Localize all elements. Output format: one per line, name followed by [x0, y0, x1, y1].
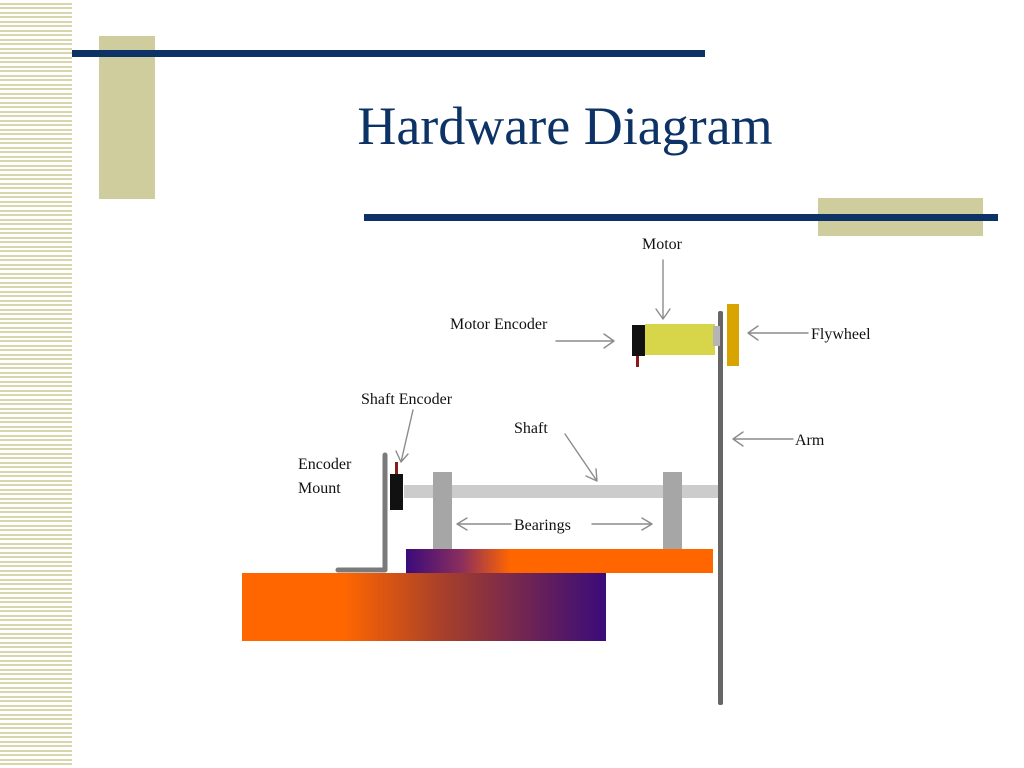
motor-arrow — [655, 259, 671, 320]
label-motor-encoder: Motor Encoder — [450, 316, 548, 333]
shaft-encoder-arrow — [395, 409, 414, 463]
page-title: Hardware Diagram — [357, 96, 773, 156]
shaft — [404, 485, 720, 498]
accent-block-top-left — [99, 36, 155, 199]
arm-arrow — [732, 431, 794, 447]
encoder-mount — [335, 452, 388, 573]
label-bearings: Bearings — [514, 517, 571, 534]
platform-block — [406, 549, 713, 573]
title-rule-top — [72, 50, 705, 57]
bearing-right — [663, 472, 682, 549]
flywheel — [727, 304, 739, 366]
label-encoder-mount-line2: Mount — [298, 480, 341, 497]
arm — [718, 311, 723, 705]
shaft-encoder-wire — [395, 462, 398, 474]
label-flywheel: Flywheel — [811, 326, 871, 343]
bearings-arrow-right — [591, 517, 653, 531]
motor-encoder-arrow — [555, 333, 615, 349]
shaft-encoder — [390, 474, 403, 510]
label-encoder-mount-line1: Encoder — [298, 456, 352, 473]
shaft-arrow — [564, 433, 598, 482]
decorative-stripe-bar — [0, 0, 72, 768]
motor-collar — [713, 326, 720, 346]
label-motor: Motor — [642, 236, 683, 253]
label-shaft-encoder: Shaft Encoder — [361, 391, 453, 408]
title-rule-bottom — [364, 214, 998, 221]
base-block — [242, 573, 606, 641]
bearings-arrow-left — [456, 517, 512, 531]
motor-encoder-wire — [636, 356, 639, 367]
label-shaft: Shaft — [514, 420, 548, 437]
motor-body — [645, 324, 715, 355]
flywheel-arrow — [747, 325, 809, 341]
motor-encoder — [632, 325, 645, 356]
bearing-left — [433, 472, 452, 549]
label-arm: Arm — [795, 432, 825, 449]
